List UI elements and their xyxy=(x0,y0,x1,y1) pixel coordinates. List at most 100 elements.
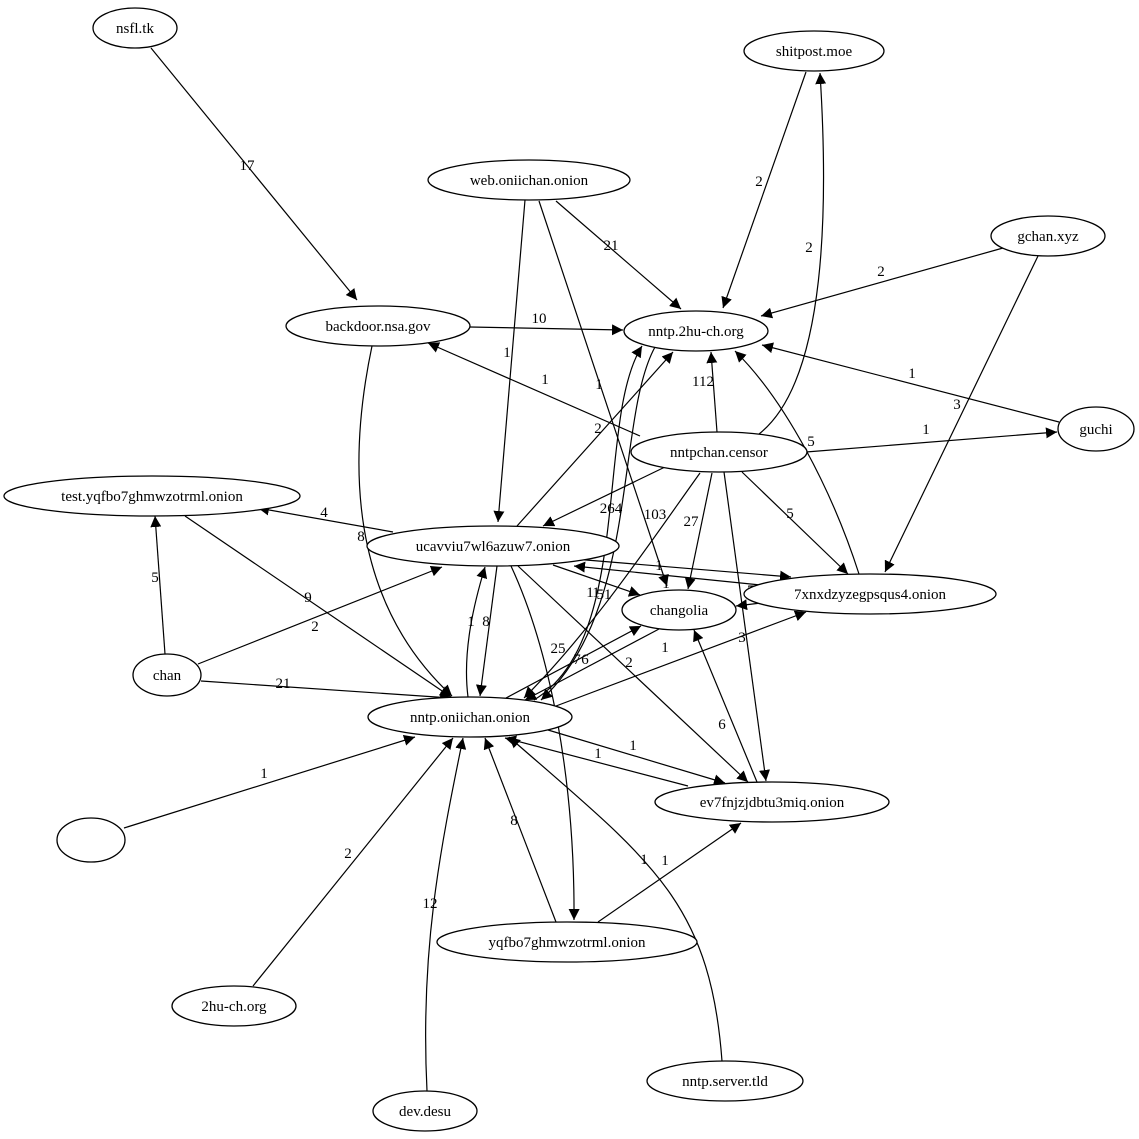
node-changolia[interactable]: changolia xyxy=(621,589,737,631)
edge-label-censor-to-seven: 5 xyxy=(786,506,794,522)
node-label-twohu: 2hu-ch.org xyxy=(201,999,267,1015)
edge-label-nntpserver-to-nntponii: 1 xyxy=(640,852,648,868)
node-ucav[interactable]: ucavviu7wl6azuw7.onion xyxy=(366,525,620,567)
edge-nntponii-to-changolia xyxy=(505,625,642,699)
edge-label-nntponii-to-ucav: 1 xyxy=(467,614,475,630)
edge-ucav-to-yqf xyxy=(510,565,580,921)
edge-ev7-to-nntponii xyxy=(504,735,689,787)
edge-label-ucav-to-yqf: 25 xyxy=(551,641,566,657)
node-blank[interactable] xyxy=(56,817,126,863)
node-ellipse-shitpost[interactable] xyxy=(743,30,885,72)
edge-ucav-to-nntp2hu xyxy=(516,351,674,527)
edge-devdesu-to-nntponii xyxy=(425,737,467,1092)
node-seven[interactable]: 7xnxdzyzegpsqus4.onion xyxy=(743,573,997,615)
edge-nntponii-to-ev7 xyxy=(547,729,726,786)
edge-backdoor-to-nntp2hu xyxy=(469,324,624,336)
edge-label-ucav-to-changolia: 1 xyxy=(586,585,594,601)
node-ellipse-gchan[interactable] xyxy=(990,215,1106,257)
edge-label-censor-to-ucav: 264 xyxy=(600,501,623,517)
node-nsfl[interactable]: nsfl.tk xyxy=(92,7,178,49)
node-backdoor[interactable]: backdoor.nsa.gov xyxy=(285,305,471,347)
node-ellipse-devdesu[interactable] xyxy=(372,1090,478,1132)
edge-chan-to-testyq xyxy=(150,515,166,655)
node-label-devdesu: dev.desu xyxy=(399,1104,451,1120)
node-ellipse-changolia[interactable] xyxy=(621,589,737,631)
edge-label-webonii-to-nntp2hu: 21 xyxy=(604,238,619,254)
edge-ucav-to-changolia xyxy=(552,564,641,597)
node-ellipse-nntpserver[interactable] xyxy=(646,1060,804,1102)
edge-label-nsfl-to-backdoor: 17 xyxy=(240,158,256,174)
edge-label-yqf-to-nntponii: 8 xyxy=(510,813,518,829)
node-gchan[interactable]: gchan.xyz xyxy=(990,215,1106,257)
edge-nntponii-to-ucav xyxy=(465,566,488,698)
edge-label-chan-to-ucav: 2 xyxy=(311,619,319,635)
edge-label-censor-to-ev7: 3 xyxy=(738,630,746,646)
edge-label-censor-to-shitpost: 2 xyxy=(805,240,813,256)
node-label-nsfl: nsfl.tk xyxy=(116,21,154,37)
edge-yqf-to-nntponii xyxy=(483,737,557,923)
node-devdesu[interactable]: dev.desu xyxy=(372,1090,478,1132)
edge-label-backdoor-to-nntponii: 8 xyxy=(357,529,365,545)
node-twohu[interactable]: 2hu-ch.org xyxy=(171,985,297,1027)
node-label-guchi: guchi xyxy=(1079,422,1112,438)
edge-nntpserver-to-nntponii xyxy=(508,736,723,1062)
edge-censor-to-nntponii xyxy=(523,472,701,699)
edge-nntponii-to-seven xyxy=(555,610,807,707)
node-yqf[interactable]: yqfbo7ghmwzotrml.onion xyxy=(436,921,698,963)
node-ellipse-nntp2hu[interactable] xyxy=(623,310,769,352)
edge-label-gchan-to-seven: 3 xyxy=(953,397,961,413)
node-nntp2hu[interactable]: nntp.2hu-ch.org xyxy=(623,310,769,352)
node-nntpserver[interactable]: nntp.server.tld xyxy=(646,1060,804,1102)
edge-label-chan-to-testyq: 5 xyxy=(151,570,159,586)
edge-label-censor-to-guchi: 1 xyxy=(922,422,930,438)
edge-censor-to-seven xyxy=(741,471,849,575)
edge-censor-to-nntp2hu xyxy=(706,351,718,433)
edge-label-shitpost-to-nntp2hu: 2 xyxy=(755,174,763,190)
node-ellipse-yqf[interactable] xyxy=(436,921,698,963)
node-ev7[interactable]: ev7fnjzjdbtu3miq.onion xyxy=(654,781,890,823)
edge-label-webonii-to-changolia: 1 xyxy=(595,377,603,393)
edge-censor-to-ucav xyxy=(542,466,666,527)
edge-blank-to-nntponii xyxy=(123,735,416,829)
edge-label-censor-to-changolia: 27 xyxy=(684,514,700,530)
node-ellipse-blank[interactable] xyxy=(56,817,126,863)
node-chan[interactable]: chan xyxy=(132,653,202,697)
edge-chan-to-nntponii xyxy=(200,680,452,703)
node-shitpost[interactable]: shitpost.moe xyxy=(743,30,885,72)
node-nntponii[interactable]: nntp.oniichan.onion xyxy=(367,696,573,738)
node-guchi[interactable]: guchi xyxy=(1057,406,1135,452)
edge-chan-to-ucav xyxy=(197,565,443,665)
node-ellipse-twohu[interactable] xyxy=(171,985,297,1027)
edge-ucav-to-seven xyxy=(573,558,792,582)
node-censor[interactable]: nntpchan.censor xyxy=(630,431,808,473)
edge-label-blank-to-nntponii: 1 xyxy=(260,766,268,782)
node-label-seven: 7xnxdzyzegpsqus4.onion xyxy=(794,587,947,603)
node-label-gchan: gchan.xyz xyxy=(1017,229,1079,245)
edge-webonii-to-changolia xyxy=(538,200,669,587)
edge-label-testyq-to-nntponii: 9 xyxy=(304,590,312,606)
node-label-changolia: changolia xyxy=(650,603,709,619)
edge-label-seven-to-ucav: 1 xyxy=(662,576,670,592)
node-ellipse-guchi[interactable] xyxy=(1057,406,1135,452)
node-ellipse-censor[interactable] xyxy=(630,431,808,473)
node-ellipse-ucav[interactable] xyxy=(366,525,620,567)
node-ellipse-ev7[interactable] xyxy=(654,781,890,823)
edge-yqf-to-ev7 xyxy=(597,822,742,923)
edge-label-chan-to-nntponii: 21 xyxy=(276,676,291,692)
edge-webonii-to-nntp2hu xyxy=(555,200,682,310)
node-ellipse-webonii[interactable] xyxy=(427,159,631,201)
node-label-yqf: yqfbo7ghmwzotrml.onion xyxy=(488,935,646,951)
node-label-nntpserver: nntp.server.tld xyxy=(682,1074,768,1090)
node-ellipse-nsfl[interactable] xyxy=(92,7,178,49)
node-ellipse-backdoor[interactable] xyxy=(285,305,471,347)
node-ellipse-seven[interactable] xyxy=(743,573,997,615)
node-ellipse-chan[interactable] xyxy=(132,653,202,697)
node-ellipse-nntponii[interactable] xyxy=(367,696,573,738)
edge-ev7-to-changolia xyxy=(693,629,758,783)
node-ellipse-testyq[interactable] xyxy=(3,475,301,517)
node-webonii[interactable]: web.oniichan.onion xyxy=(427,159,631,201)
edge-label-nntp2hu-to-nntponii: 103 xyxy=(644,507,667,523)
node-testyq[interactable]: test.yqfbo7ghmwzotrml.onion xyxy=(3,475,301,517)
edge-nntponii-to-nntp2hu xyxy=(533,345,643,701)
edge-ucav-to-testyq xyxy=(257,504,394,533)
